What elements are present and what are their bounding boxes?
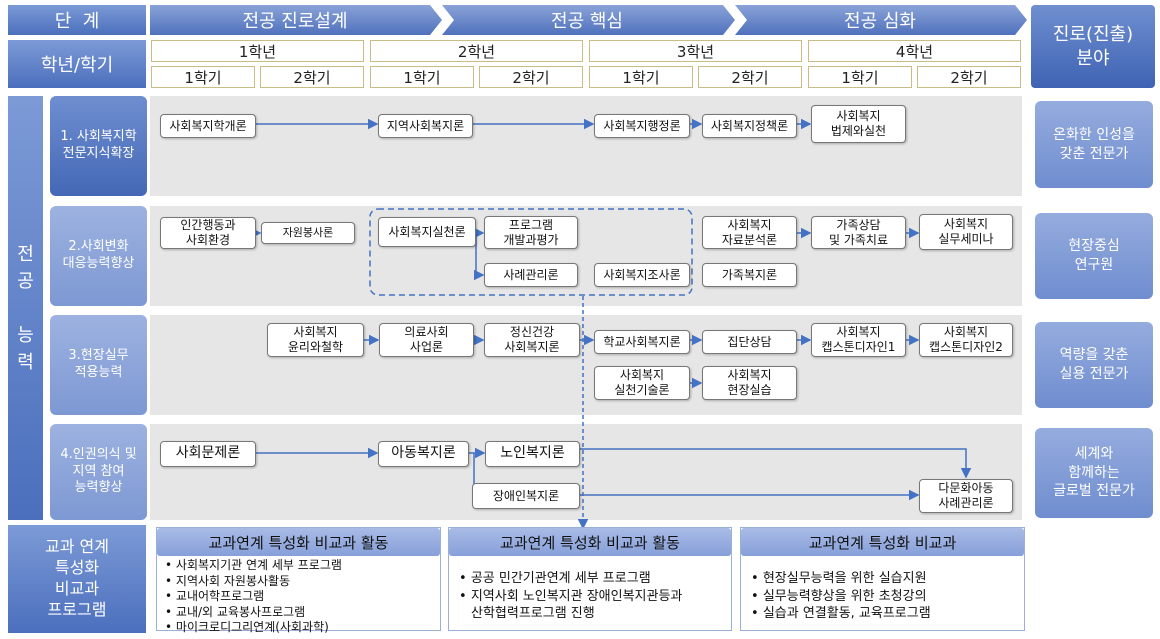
row-4-background <box>150 424 1022 520</box>
career-outcome-3: 역량을 갖춘 실용 전문가 <box>1035 322 1153 408</box>
row-2-label: 2.사회변화 대응능력향상 <box>50 206 147 306</box>
row-3-label: 3.현장실무 적용능력 <box>50 315 147 415</box>
semester-4-2: 2학기 <box>917 66 1021 88</box>
program-panel-1: 교과연계 특성화 비교과 활동 • 사회복지기관 연계 세부 프로그램 • 지역… <box>156 527 441 634</box>
phase-3-shape <box>735 5 1027 35</box>
program-item-text: 현장실무능력을 위한 실습지원 <box>762 571 927 586</box>
course-node: 다문화아동 사례관리론 <box>919 479 1013 513</box>
course-node: 학교사회복지론 <box>594 330 690 354</box>
course-node: 인간행동과 사회환경 <box>160 217 256 249</box>
course-node: 가족복지론 <box>702 263 797 287</box>
course-node: 아동복지론 <box>378 441 469 467</box>
row-4-label: 4.인권의식 및 지역 참여 능력향상 <box>50 424 147 520</box>
arrow <box>580 448 972 479</box>
semester-3-1: 1학기 <box>589 66 693 88</box>
program-list: • 공공 민간기관연계 세부 프로그램 • 지역사회 노인복지관 장애인복지관등… <box>449 556 731 623</box>
practice-group-dashed-box <box>369 208 693 296</box>
semester-2-2: 2학기 <box>479 66 583 88</box>
course-node: 장애인복지론 <box>472 483 580 509</box>
program-item-text: 마이크로디그리연계(사회과학) <box>175 620 329 635</box>
course-node: 노인복지론 <box>485 441 580 467</box>
career-outcome-2: 현장중심 연구원 <box>1035 213 1153 299</box>
course-node: 가족상담 및 가족치료 <box>811 216 906 249</box>
phase-1-label: 전공 진로설계 <box>242 11 348 32</box>
program-panel-2: 교과연계 특성화 비교과 활동 • 공공 민간기관연계 세부 프로그램 • 지역… <box>448 527 732 631</box>
course-node: 지역사회복지론 <box>378 114 473 138</box>
program-item-text: 공공 민간기관연계 세부 프로그램 <box>470 571 651 586</box>
program-item-text: 지역사회 노인복지관 장애인복지관등과 <box>470 588 683 604</box>
semester-1-1: 1학기 <box>151 66 255 88</box>
phase-arrows <box>150 5 1027 35</box>
course-node: 사회복지조사론 <box>594 263 690 287</box>
course-node: 자원봉사론 <box>261 222 355 244</box>
course-node: 사회복지실천론 <box>378 217 476 247</box>
course-node: 정신건강 사회복지론 <box>484 323 580 357</box>
program-item: • 공공 민간기관연계 세부 프로그램 <box>459 571 651 586</box>
course-node: 사회복지 실무세미나 <box>919 214 1013 250</box>
course-node: 의료사회 사업론 <box>379 323 474 357</box>
course-node: 사회문제론 <box>160 441 256 467</box>
year-1: 1학년 <box>151 40 364 62</box>
career-outcome-1: 온화한 인성을 갖춘 전문가 <box>1035 101 1153 188</box>
course-node: 사회복지학개론 <box>160 114 256 138</box>
program-list: • 현장실무능력을 위한 실습지원 • 실무능력향상을 위한 초청강의 • 실습… <box>741 556 1024 623</box>
program-item: • 사회복지기관 연계 세부 프로그램 <box>165 558 342 572</box>
year-sem-label: 학년/학기 <box>8 40 146 88</box>
stage-label: 단 계 <box>8 5 146 35</box>
semester-3-2: 2학기 <box>698 66 802 88</box>
program-item: • 지역사회 자원봉사활동 <box>165 573 291 588</box>
phase-2-shape <box>442 5 735 35</box>
program-item: 산학협력프로그램 진행 <box>459 605 721 623</box>
year-4: 4학년 <box>808 40 1021 62</box>
semester-1-2: 2학기 <box>260 66 364 88</box>
program-item: • 마이크로디그리연계(사회과학) <box>165 620 329 635</box>
program-item-text: 실무능력향상을 위한 초청강의 <box>762 588 927 604</box>
row-1-label: 1. 사회복지학 전문지식확장 <box>50 96 147 196</box>
program-panel-title: 교과연계 특성화 비교과 <box>741 528 1024 556</box>
semester-4-1: 1학기 <box>808 66 912 88</box>
stage-label-text: 단 계 <box>54 11 100 32</box>
program-panel-title: 교과연계 특성화 비교과 활동 <box>157 528 440 556</box>
year-3: 3학년 <box>589 40 802 62</box>
course-node: 집단상담 <box>702 330 797 354</box>
semester-2-1: 1학기 <box>370 66 474 88</box>
course-node: 사례관리론 <box>484 263 578 287</box>
program-item: • 교내어학프로그램 <box>165 589 265 604</box>
program-item: • 실무능력향상을 위한 초청강의 <box>751 588 927 604</box>
course-node: 사회복지 캡스톤디자인1 <box>811 323 906 357</box>
program-item-text: 산학협력프로그램 진행 <box>471 606 595 622</box>
program-item-text: 실습과 연결활동, 교육프로그램 <box>762 606 931 622</box>
phase-3-label: 전공 심화 <box>844 11 916 32</box>
course-node: 사회복지 실천기술론 <box>594 366 690 400</box>
program-item-text: 지역사회 자원봉사활동 <box>175 573 291 588</box>
course-node: 사회복지행정론 <box>594 114 690 138</box>
phase-1-shape <box>150 5 442 35</box>
course-node: 사회복지 현장실습 <box>702 366 797 400</box>
course-node: 사회복지 캡스톤디자인2 <box>919 323 1013 357</box>
career-header: 진로(진출) 분야 <box>1031 5 1155 88</box>
program-item: • 지역사회 노인복지관 장애인복지관등과 <box>459 588 683 604</box>
program-item: • 현장실무능력을 위한 실습지원 <box>751 571 927 586</box>
course-node: 사회복지 법제와실천 <box>811 105 906 143</box>
course-node: 프로그램 개발과평가 <box>484 216 578 249</box>
phase-2-label: 전공 핵심 <box>551 11 623 32</box>
arrow <box>474 233 485 281</box>
course-node: 사회복지정책론 <box>702 114 797 138</box>
program-item: • 실습과 연결활동, 교육프로그램 <box>751 606 931 622</box>
program-item-text: 교내어학프로그램 <box>175 589 265 604</box>
career-outcome-4: 세계와 함께하는 글로벌 전문가 <box>1035 428 1153 518</box>
program-item-text: 교내/외 교육봉사프로그램 <box>175 604 306 619</box>
course-node: 사회복지 윤리와철학 <box>267 323 364 357</box>
course-node: 사회복지 자료분석론 <box>702 216 797 249</box>
year-2: 2학년 <box>370 40 583 62</box>
program-panel-title: 교과연계 특성화 비교과 활동 <box>449 528 731 556</box>
program-item: • 교내/외 교육봉사프로그램 <box>165 604 306 619</box>
program-list: • 사회복지기관 연계 세부 프로그램 • 지역사회 자원봉사활동 • 교내어학… <box>157 556 440 638</box>
extracurricular-label: 교과 연계 특성화 비교과 프로그램 <box>8 525 146 633</box>
major-competency-label: 전 공 능 력 <box>8 96 43 520</box>
program-panel-3: 교과연계 특성화 비교과 • 현장실무능력을 위한 실습지원 • 실무능력향상을… <box>740 527 1025 631</box>
program-item-text: 사회복지기관 연계 세부 프로그램 <box>175 558 342 572</box>
